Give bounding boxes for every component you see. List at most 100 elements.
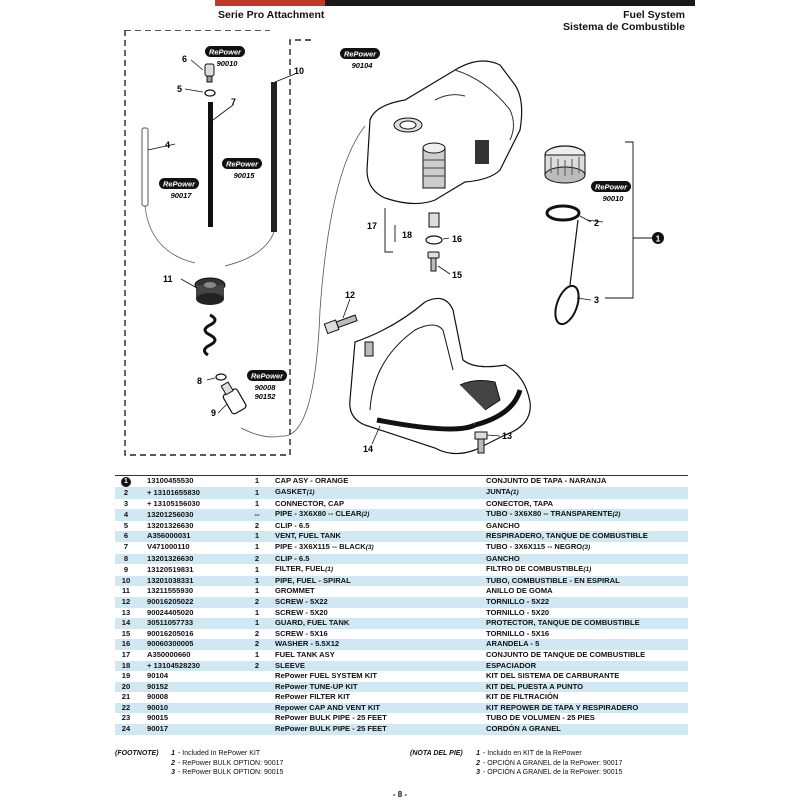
pipe-clear — [141, 127, 149, 207]
quantity-cell: 1 — [254, 498, 260, 508]
ref-number-cell: 11 — [121, 586, 131, 596]
repower-badge-90015: RePower 90015 — [222, 158, 262, 180]
part-number-cell: + 13104528230 — [147, 660, 201, 670]
part-number-cell: 13120519831 — [147, 564, 194, 574]
washer — [425, 235, 443, 245]
section-title: Fuel System Sistema de Combustible — [563, 9, 685, 33]
svg-text:RePower: RePower — [595, 183, 628, 192]
description-es-cell: ANILLO DE GOMA — [486, 586, 553, 596]
ref-number-cell: 16 — [121, 639, 131, 649]
description-es-cell: KIT DE FILTRACIÓN — [486, 692, 559, 702]
description-en-cell: GROMMET — [275, 586, 315, 596]
exploded-parts-diagram: RePower 90010 RePower 90104 RePower 9001… — [124, 30, 664, 456]
footnotes-english: (FOOTNOTE)1- Included In RePower KIT 2- … — [115, 750, 284, 776]
description-en-cell: CLIP - 6.5 — [275, 553, 310, 563]
description-en-cell: VENT, FUEL TANK — [275, 531, 341, 541]
quantity-cell: 1 — [254, 575, 260, 585]
description-es-cell: ARANDELA - 5 — [486, 639, 540, 649]
quantity-cell — [247, 671, 267, 682]
quantity-cell: 2 — [254, 639, 260, 649]
description-en-cell: GASKET(1) — [275, 487, 315, 496]
part-number-cell: 30511057733 — [147, 618, 194, 628]
repower-badge-90104: RePower 90104 — [340, 48, 380, 70]
svg-text:RePower: RePower — [344, 50, 377, 59]
svg-text:90008: 90008 — [255, 383, 277, 392]
ref-number-cell: 2 — [123, 487, 129, 497]
quantity-cell: 1 — [254, 607, 260, 617]
fuel-filter — [220, 381, 247, 415]
part-number-cell: 90016205016 — [147, 628, 194, 638]
description-en-cell: RePower FUEL SYSTEM KIT — [275, 671, 377, 681]
ref-number-cell: 20 — [121, 681, 131, 691]
description-en-cell: SCREW - 5X16 — [275, 628, 328, 638]
callout-1-circled: 1 — [652, 232, 664, 244]
ref-number-cell: 1 — [115, 475, 137, 487]
brand-accent-bar — [215, 0, 325, 6]
callout-numbers: 6 5 7 10 4 11 8 9 12 13 14 15 16 17 18 2… — [163, 54, 599, 454]
svg-text:RePower: RePower — [251, 372, 284, 381]
quantity-cell: 1 — [254, 564, 260, 574]
quantity-cell — [247, 682, 267, 693]
description-es-cell: RESPIRADERO, TANQUE DE COMBUSTIBLE — [486, 531, 648, 541]
quantity-cell: 2 — [254, 553, 260, 563]
svg-text:90010: 90010 — [217, 59, 239, 68]
part-number-cell: 13201038331 — [147, 575, 194, 585]
screw-5x20 — [474, 431, 488, 454]
part-number-cell: A350000660 — [147, 649, 191, 659]
quantity-cell: 1 — [254, 531, 260, 541]
ref-number-cell: 22 — [121, 702, 131, 712]
part-number-cell: 90008 — [147, 692, 169, 702]
description-es-cell: GANCHO — [486, 553, 520, 563]
part-number-cell: 13201326630 — [147, 553, 194, 563]
repower-badge-90010b: RePower 90010 — [591, 181, 631, 203]
footnote-label-en: (FOOTNOTE) — [115, 750, 159, 757]
repower-badge-90008-90152: RePower 90008 90152 — [247, 370, 287, 401]
callout-5: 5 — [177, 84, 182, 94]
footnotes-spanish: (NOTA DEL PIE)1- Incluido en KIT de la R… — [410, 750, 623, 776]
quantity-cell: 1 — [254, 487, 260, 497]
clip-bottom — [215, 373, 227, 381]
section-title-en: Fuel System — [623, 9, 685, 21]
description-en-cell: PIPE, FUEL - SPIRAL — [275, 575, 351, 585]
callout-7: 7 — [231, 97, 236, 107]
description-en-cell: PIPE - 3X6X115 -- BLACK(3) — [275, 541, 374, 551]
part-number-cell: 90024405020 — [147, 607, 194, 617]
part-number-cell: + 13101655830 — [147, 487, 201, 497]
part-number-cell: 13211555930 — [147, 586, 194, 596]
svg-text:90010: 90010 — [603, 194, 625, 203]
callout-13: 13 — [502, 431, 512, 441]
pipe-spiral — [271, 82, 277, 232]
cap-connector — [554, 219, 580, 326]
part-number-cell: V471000110 — [147, 542, 190, 552]
circled-ref-number: 1 — [121, 477, 131, 487]
quantity-cell — [247, 713, 267, 724]
callout-10: 10 — [294, 66, 304, 76]
description-es-cell: TUBO, COMBUSTIBLE - EN ESPIRAL — [486, 575, 620, 585]
ref-number-cell: 7 — [123, 542, 129, 552]
ref-number-cell: 23 — [121, 713, 131, 723]
ref-number-cell: 5 — [123, 520, 129, 530]
part-number-cell: 90104 — [147, 671, 169, 681]
pipe-black — [208, 102, 213, 227]
ref-number-cell: 4 — [123, 509, 129, 519]
description-es-cell: CORDÓN A GRANEL — [486, 724, 561, 734]
description-es-cell: KIT REPOWER DE TAPA Y RESPIRADERO — [486, 702, 639, 712]
svg-text:90152: 90152 — [255, 392, 277, 401]
quantity-cell: 2 — [254, 628, 260, 638]
description-en-cell: GUARD, FUEL TANK — [275, 618, 350, 628]
part-number-cell: 13201326630 — [147, 520, 194, 530]
part-number-cell: 13201256030 — [147, 509, 194, 519]
quantity-cell — [247, 692, 267, 703]
quantity-cell — [247, 724, 267, 735]
